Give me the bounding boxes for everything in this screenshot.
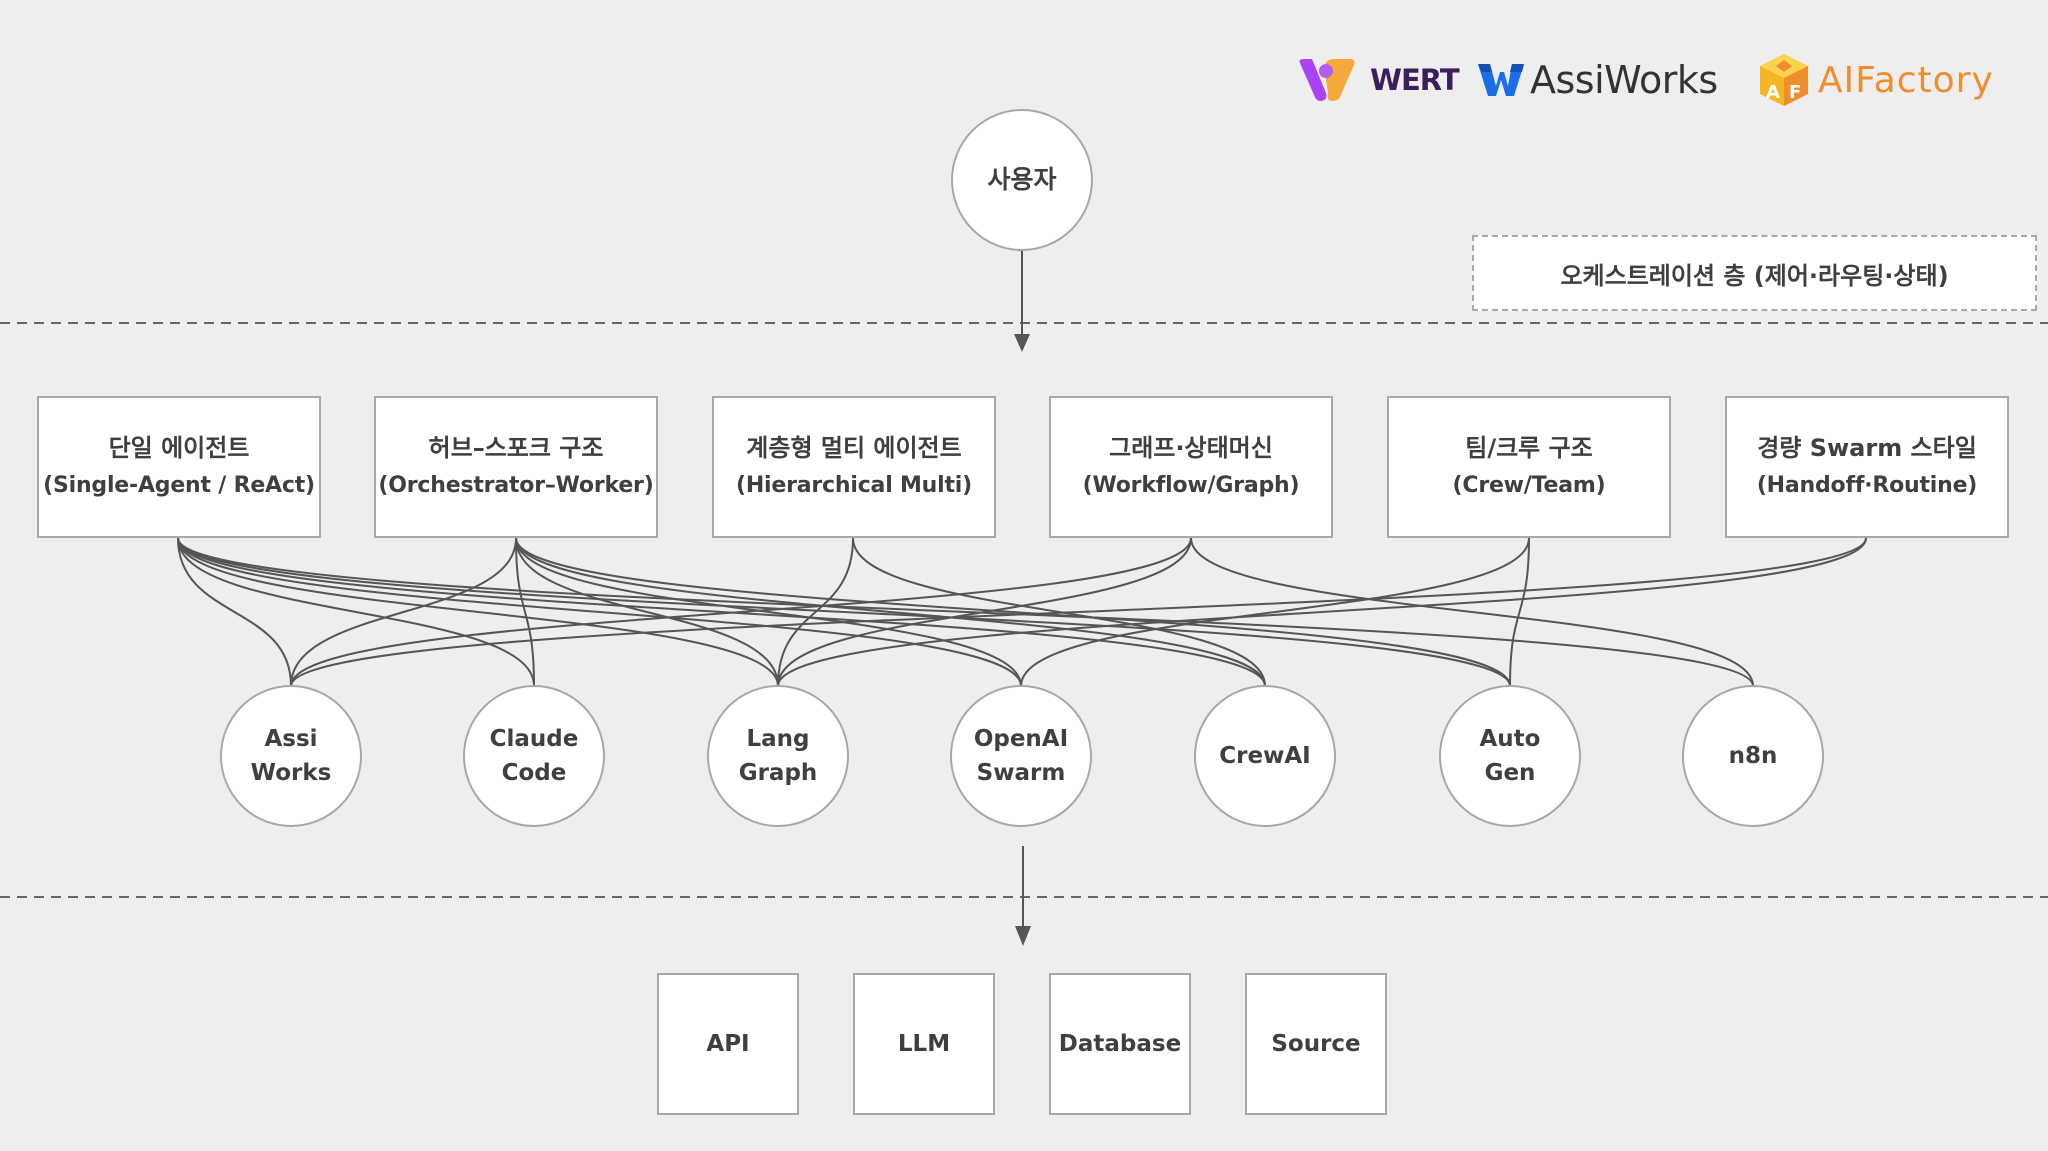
resource-api[interactable]: API <box>657 973 799 1115</box>
framework-label-line1: Assi <box>264 726 318 752</box>
edge-single-to-assiworks <box>177 537 292 687</box>
logo-assiworks: AssiWorks <box>1478 52 1718 108</box>
framework-crewai[interactable]: CrewAI <box>1194 685 1336 827</box>
edge-crew-to-autogen <box>1509 537 1530 687</box>
edge-hub-to-autogen <box>515 537 1511 687</box>
pattern-workflow-graph[interactable]: 그래프·상태머신 (Workflow/Graph) <box>1049 396 1333 538</box>
pattern-crew-team[interactable]: 팀/크루 구조 (Crew/Team) <box>1387 396 1671 538</box>
wert-logo-icon <box>1299 59 1355 101</box>
pattern-title: 단일 에이전트 <box>108 434 250 462</box>
edge-hub-to-langgraph <box>515 537 779 687</box>
user-node-label: 사용자 <box>987 165 1057 194</box>
resource-source[interactable]: Source <box>1245 973 1387 1115</box>
aifactory-logo-icon: A F <box>1760 54 1808 106</box>
resource-label: LLM <box>897 1031 951 1057</box>
framework-assiworks[interactable]: Assi Works <box>220 685 362 827</box>
edge-single-to-autogen <box>177 537 1511 687</box>
svg-text:F: F <box>1789 82 1801 103</box>
framework-label-line1: CrewAI <box>1219 743 1311 769</box>
resource-llm[interactable]: LLM <box>853 973 995 1115</box>
framework-label-line1: n8n <box>1728 743 1778 769</box>
framework-label-line1: Claude <box>489 726 579 752</box>
edge-single-to-claude <box>177 537 535 687</box>
pattern-subtitle: (Workflow/Graph) <box>1082 473 1300 498</box>
framework-label-line1: Lang <box>746 726 810 752</box>
framework-label-line2: Code <box>501 760 567 786</box>
pattern-title: 팀/크루 구조 <box>1465 434 1593 462</box>
edge-swarm-to-langgraph <box>777 537 1867 687</box>
resource-arrow-head <box>1015 926 1031 946</box>
framework-label-line2: Gen <box>1484 760 1536 786</box>
edge-graph-to-assiworks <box>290 537 1192 687</box>
framework-openai-swarm[interactable]: OpenAI Swarm <box>950 685 1092 827</box>
orchestration-layer-text: 오케스트레이션 층 (제어·라우팅·상태) <box>1560 261 1949 290</box>
assiworks-logo-text: AssiWorks <box>1530 58 1718 102</box>
wert-logo-text: WERT <box>1370 63 1460 97</box>
framework-label-line2: Graph <box>738 760 818 786</box>
framework-label-line1: Auto <box>1479 726 1541 752</box>
framework-langgraph[interactable]: Lang Graph <box>707 685 849 827</box>
pattern-title: 허브–스포크 구조 <box>428 434 604 462</box>
assiworks-logo-icon <box>1478 64 1524 96</box>
framework-claude-code[interactable]: Claude Code <box>463 685 605 827</box>
pattern-single-agent[interactable]: 단일 에이전트 (Single-Agent / ReAct) <box>37 396 321 538</box>
orchestration-layer-label: 오케스트레이션 층 (제어·라우팅·상태) <box>1472 235 2037 311</box>
resource-label: API <box>706 1031 750 1057</box>
pattern-framework-edges <box>177 537 1867 687</box>
edge-hub-to-crewai <box>515 537 1266 687</box>
resource-label: Source <box>1271 1031 1361 1057</box>
pattern-hierarchical[interactable]: 계층형 멀티 에이전트 (Hierarchical Multi) <box>712 396 996 538</box>
pattern-subtitle: (Orchestrator–Worker) <box>378 473 654 498</box>
pattern-subtitle: (Hierarchical Multi) <box>735 473 972 498</box>
pattern-subtitle: (Single-Agent / ReAct) <box>43 473 315 498</box>
resource-label: Database <box>1058 1031 1182 1057</box>
edge-single-to-crewai <box>177 537 1266 687</box>
edge-crew-to-swarm <box>1020 537 1530 687</box>
framework-label-line1: OpenAI <box>973 726 1069 752</box>
framework-n8n[interactable]: n8n <box>1682 685 1824 827</box>
logo-wert: WERT <box>1296 52 1460 108</box>
pattern-title: 계층형 멀티 에이전트 <box>746 434 962 462</box>
user-node[interactable]: 사용자 <box>951 109 1093 251</box>
user-arrow-head <box>1014 334 1030 352</box>
svg-text:A: A <box>1766 82 1780 103</box>
pattern-subtitle: (Crew/Team) <box>1452 473 1606 498</box>
edge-single-to-swarm <box>177 537 1022 687</box>
pattern-title: 경량 Swarm 스타일 <box>1757 434 1977 462</box>
edge-hub-to-assiworks <box>290 537 517 687</box>
pattern-orchestrator-worker[interactable]: 허브–스포크 구조 (Orchestrator–Worker) <box>374 396 658 538</box>
edge-graph-to-langgraph <box>777 537 1192 687</box>
edge-single-to-n8n <box>177 537 1754 687</box>
aifactory-logo-text: AIFactory <box>1818 59 1994 101</box>
pattern-swarm-handoff[interactable]: 경량 Swarm 스타일 (Handoff·Routine) <box>1725 396 2009 538</box>
framework-autogen[interactable]: Auto Gen <box>1439 685 1581 827</box>
edge-hub-to-swarm <box>515 537 1022 687</box>
edge-hub-to-claude <box>515 537 535 687</box>
edge-hier-to-langgraph <box>777 537 854 687</box>
pattern-title: 그래프·상태머신 <box>1109 434 1273 462</box>
edge-swarm-to-assiworks <box>290 537 1867 687</box>
pattern-subtitle: (Handoff·Routine) <box>1756 473 1978 498</box>
framework-label-line2: Works <box>250 760 332 786</box>
resource-database[interactable]: Database <box>1049 973 1191 1115</box>
framework-label-line2: Swarm <box>976 760 1066 786</box>
edge-graph-to-n8n <box>1190 537 1754 687</box>
edge-single-to-langgraph <box>177 537 779 687</box>
logo-aifactory: A F AIFactory <box>1758 52 1994 108</box>
